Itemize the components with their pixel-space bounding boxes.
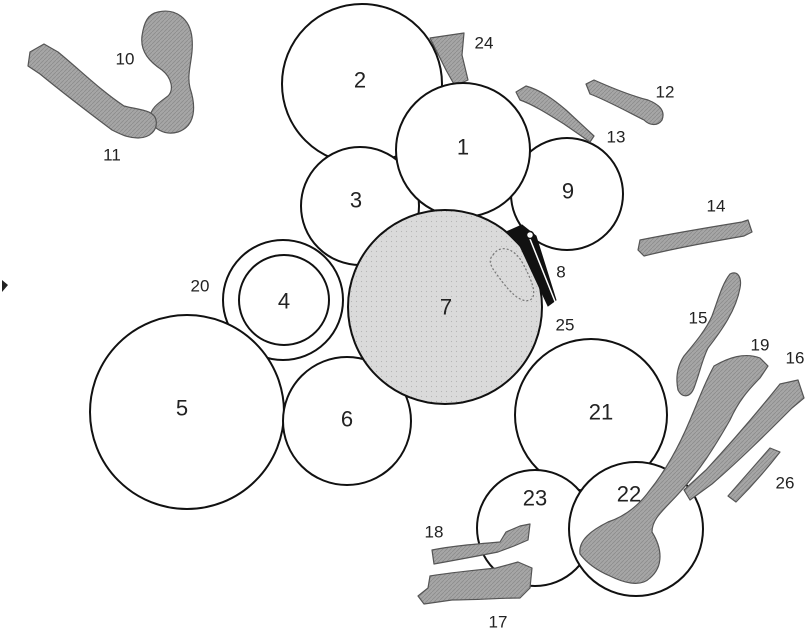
label-22: 22: [617, 482, 641, 507]
label-13: 13: [607, 128, 626, 147]
edge-mark: [2, 280, 8, 292]
label-20: 20: [191, 277, 210, 296]
label-2: 2: [354, 68, 366, 93]
label-4: 4: [278, 289, 290, 314]
bone-fragment-11: [28, 44, 156, 138]
blade-ring: [527, 232, 534, 239]
label-19: 19: [751, 336, 770, 355]
label-7: 7: [440, 295, 452, 320]
label-26: 26: [776, 474, 795, 493]
bone-fragment-12: [586, 80, 663, 125]
bone-fragment-14: [638, 220, 752, 256]
label-12: 12: [656, 83, 675, 102]
label-1: 1: [457, 135, 469, 160]
label-15: 15: [689, 309, 708, 328]
label-5: 5: [176, 396, 188, 421]
label-17: 17: [489, 613, 508, 632]
label-18: 18: [425, 523, 444, 542]
label-6: 6: [341, 407, 353, 432]
label-25: 25: [556, 316, 575, 335]
label-9: 9: [562, 179, 574, 204]
label-21: 21: [589, 400, 613, 425]
label-8: 8: [556, 263, 565, 282]
label-23: 23: [523, 486, 547, 511]
bone-fragment-17: [418, 562, 532, 604]
label-14: 14: [707, 197, 726, 216]
label-11: 11: [103, 146, 121, 165]
label-24: 24: [475, 34, 494, 53]
label-10: 10: [116, 50, 135, 69]
label-3: 3: [350, 188, 362, 213]
label-16: 16: [786, 349, 805, 368]
